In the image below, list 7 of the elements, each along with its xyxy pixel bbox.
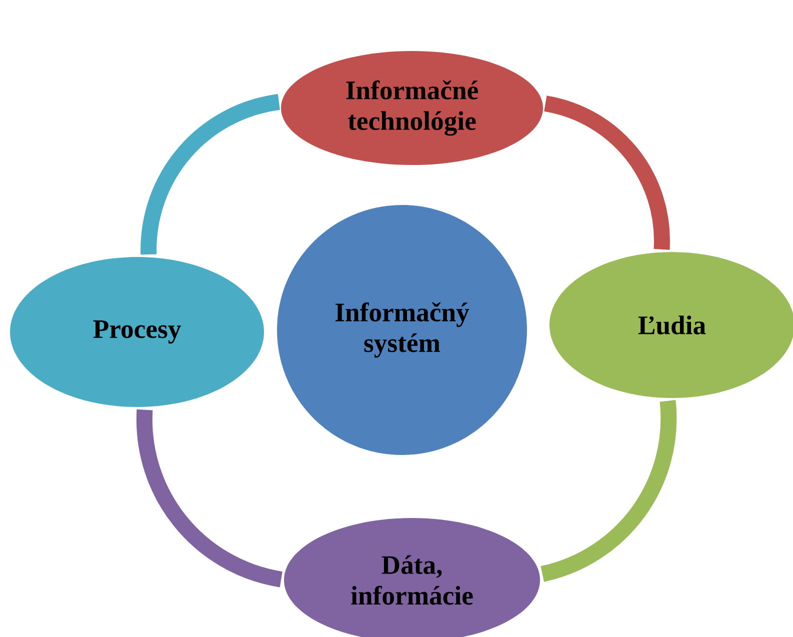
circle-node: Informačný systém [277, 205, 527, 455]
ellipse-node: Procesy [10, 257, 264, 407]
ring-arc [544, 96, 670, 250]
ellipse-node: Informačné technológie [281, 51, 543, 165]
ring-arc [140, 94, 280, 255]
ring-arc [540, 400, 677, 582]
ring-arc [136, 410, 283, 588]
